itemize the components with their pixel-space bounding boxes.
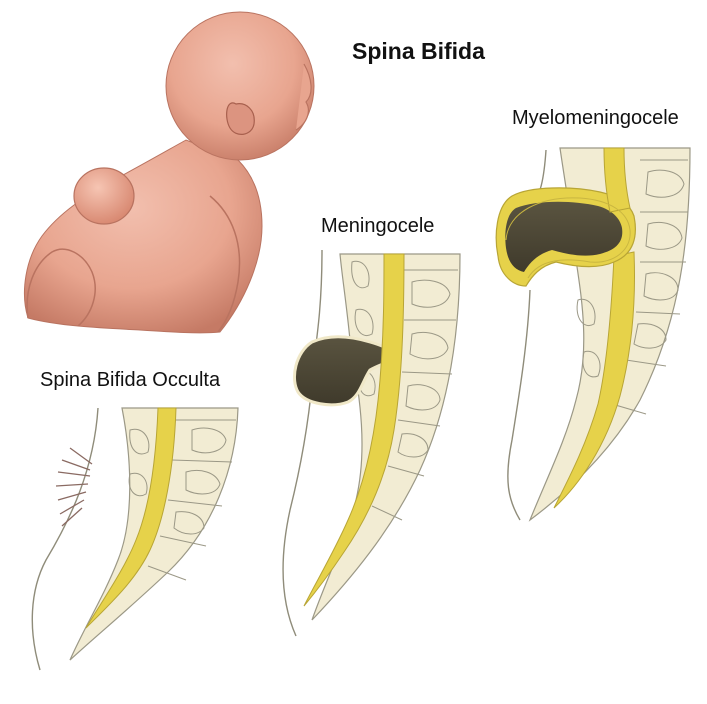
infant-head (166, 12, 314, 160)
occulta-hair-tuft (56, 448, 92, 526)
label-myelomeningocele: Myelomeningocele (512, 108, 679, 128)
label-meningocele: Meningocele (321, 216, 434, 236)
spine-occulta (32, 408, 238, 670)
infant-illustration (24, 12, 314, 333)
infant-back-bulge (74, 168, 134, 224)
spine-myelomeningocele (496, 148, 690, 520)
infant-body (24, 140, 262, 333)
spine-meningocele (283, 250, 460, 636)
page-title: Spina Bifida (352, 40, 485, 63)
meningocele-skin-line (283, 250, 322, 636)
label-spina-bifida-occulta: Spina Bifida Occulta (40, 370, 220, 390)
